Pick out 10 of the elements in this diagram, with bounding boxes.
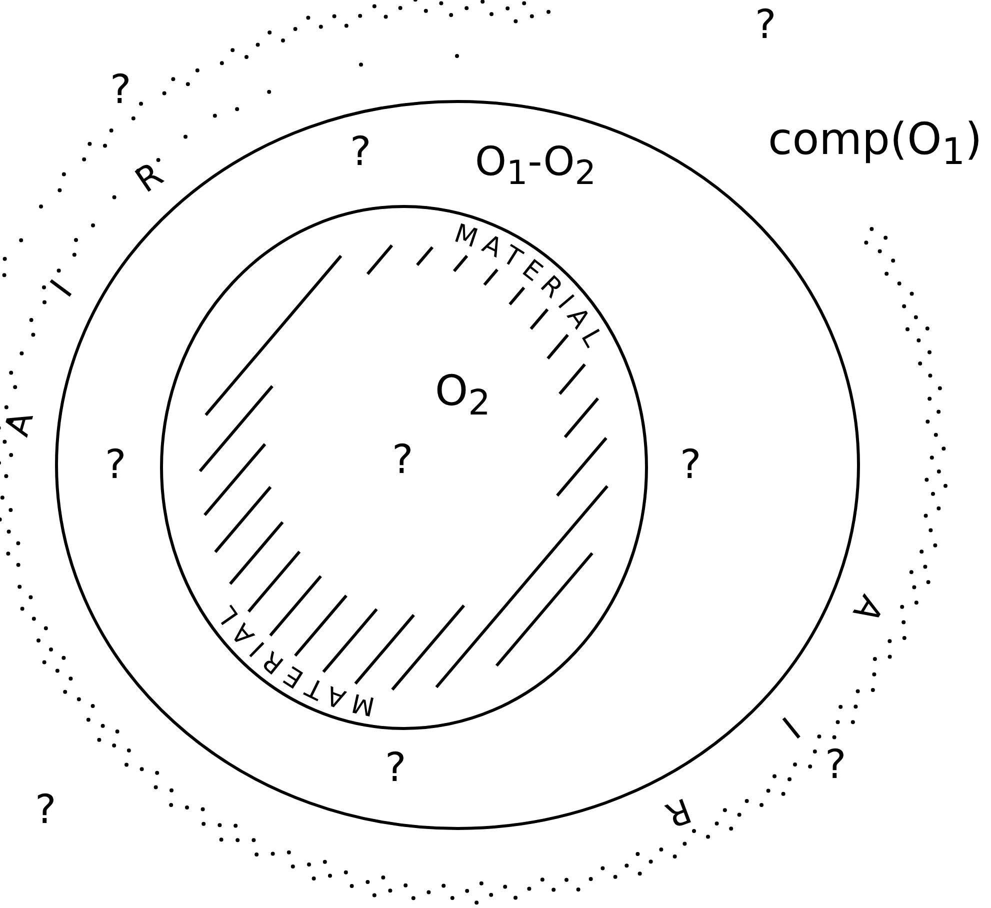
question-mark: ? <box>105 445 126 485</box>
question-mark: ? <box>350 132 372 172</box>
question-mark: ? <box>385 748 406 788</box>
question-mark: ? <box>680 445 702 485</box>
question-mark: ? <box>755 5 776 45</box>
region-label: O$_{1}$-O$_{2}$ <box>475 142 596 190</box>
region-label: O$_{2}$ <box>435 370 490 422</box>
question-mark: ? <box>392 440 414 480</box>
region-label: comp(O$_{1}$) <box>768 118 982 170</box>
question-mark: ? <box>35 790 56 830</box>
